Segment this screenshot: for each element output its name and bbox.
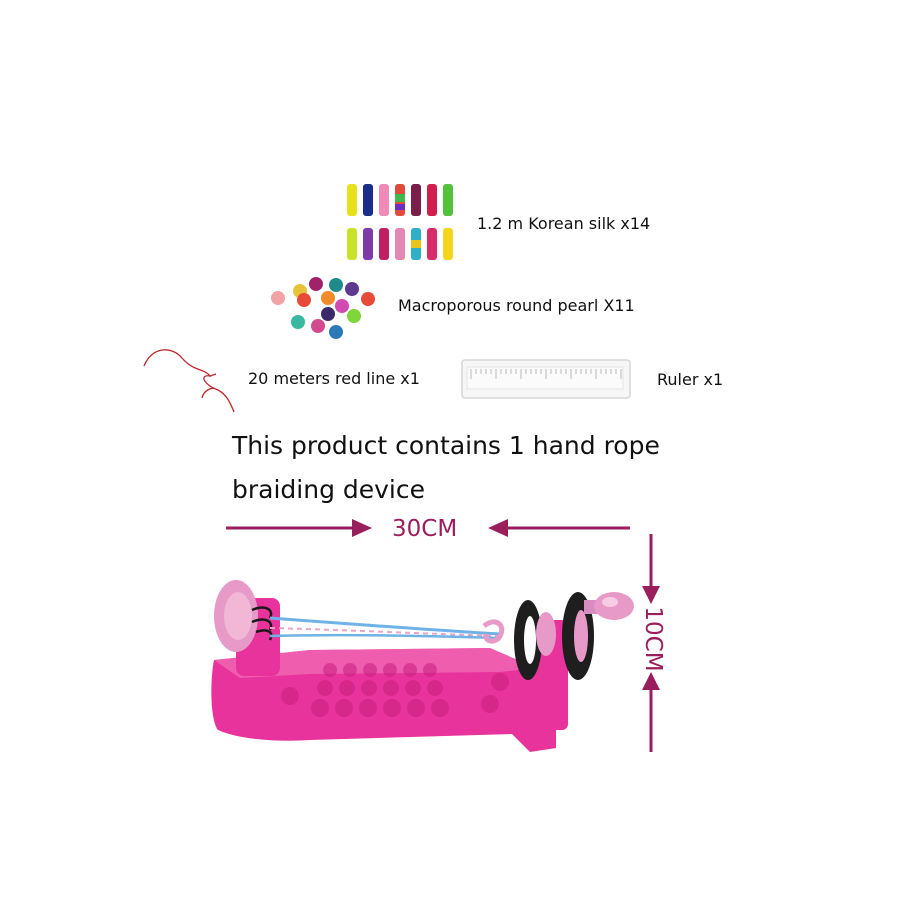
silk-thread bbox=[347, 228, 357, 260]
bead bbox=[345, 282, 359, 296]
silk-thread bbox=[443, 184, 453, 216]
silk-thread bbox=[395, 228, 405, 260]
bead bbox=[271, 291, 285, 305]
silk-thread bbox=[395, 204, 405, 210]
bead bbox=[329, 325, 343, 339]
bead bbox=[329, 278, 343, 292]
width-arrow-right bbox=[488, 519, 630, 537]
red-line-label: 20 meters red line x1 bbox=[248, 369, 420, 388]
red-string-image bbox=[143, 349, 235, 413]
bead bbox=[297, 293, 311, 307]
silk-thread bbox=[347, 184, 357, 216]
silk-thread-bundles-image bbox=[347, 184, 453, 260]
bead bbox=[309, 277, 323, 291]
width-arrow-left bbox=[226, 519, 372, 537]
bead bbox=[311, 319, 325, 333]
silk-thread bbox=[411, 240, 421, 248]
height-arrow-bottom bbox=[642, 672, 660, 752]
width-label: 30CM bbox=[392, 516, 458, 542]
round-beads-image bbox=[271, 277, 375, 339]
product-heading: This product contains 1 hand rope braidi… bbox=[232, 431, 660, 504]
silk-thread bbox=[363, 184, 373, 216]
silk-thread bbox=[427, 228, 437, 260]
silk-thread bbox=[411, 184, 421, 216]
silk-thread bbox=[379, 184, 389, 216]
ruler-image bbox=[461, 359, 631, 399]
silk-thread bbox=[395, 194, 405, 202]
bead bbox=[321, 307, 335, 321]
bead bbox=[291, 315, 305, 329]
height-arrow-top bbox=[642, 534, 660, 604]
ruler-label: Ruler x1 bbox=[657, 370, 724, 389]
beads-label: Macroporous round pearl X11 bbox=[398, 296, 635, 315]
silk-label: 1.2 m Korean silk x14 bbox=[477, 214, 651, 233]
bead bbox=[347, 309, 361, 323]
bead bbox=[335, 299, 349, 313]
height-label: 10CM bbox=[640, 606, 666, 672]
braiding-device-image bbox=[211, 580, 634, 752]
silk-thread bbox=[427, 184, 437, 216]
bead bbox=[361, 292, 375, 306]
silk-thread bbox=[363, 228, 373, 260]
silk-thread bbox=[379, 228, 389, 260]
bead bbox=[321, 291, 335, 305]
silk-thread bbox=[443, 228, 453, 260]
